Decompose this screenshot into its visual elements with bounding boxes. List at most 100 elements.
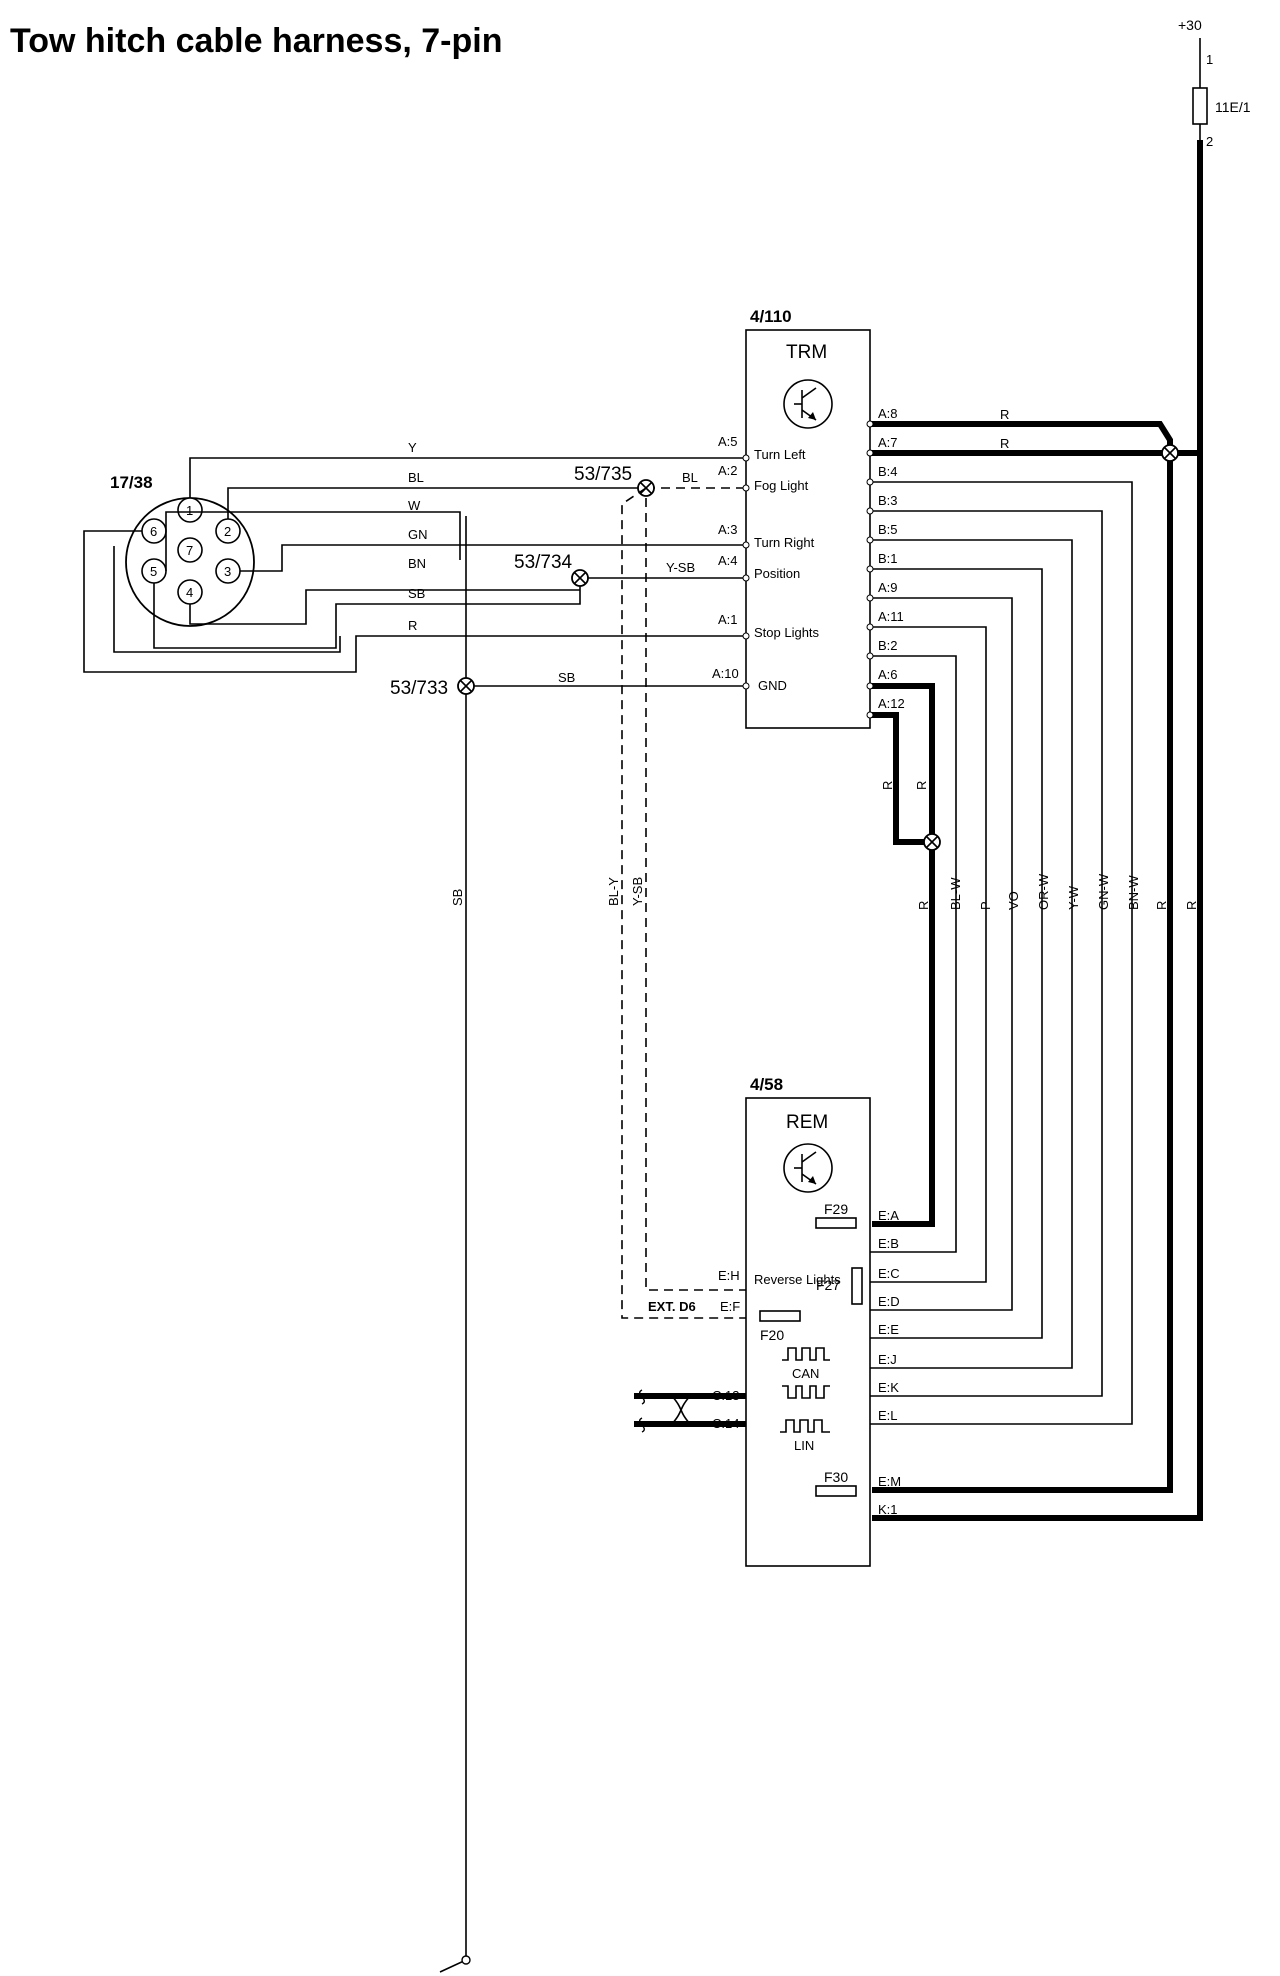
rem-pin-ek: E:K <box>878 1380 899 1395</box>
lin-label: LIN <box>794 1438 814 1453</box>
splice-rr <box>923 833 941 851</box>
rem-pin-k1: K:1 <box>878 1502 898 1517</box>
ext-d6-label: EXT. D6 <box>648 1299 696 1314</box>
lin-bus-icon <box>780 1419 830 1433</box>
fuse-11e1 <box>1192 87 1208 125</box>
wire-label-bl-y: BL-Y <box>606 877 621 906</box>
svg-text:6: 6 <box>150 524 157 539</box>
fuse-f20 <box>759 1310 801 1322</box>
rem-pin-em: E:M <box>878 1474 901 1489</box>
trm-pin-a10: A:10 <box>712 666 739 681</box>
trm-func-gnd: GND <box>758 678 787 693</box>
connector-pin-1: 1 <box>177 497 203 523</box>
rem-pin-ea: E:A <box>878 1208 899 1223</box>
bundle-label-6: Y-W <box>1066 885 1081 910</box>
wire-label-r: R <box>408 618 417 633</box>
trm-func-turn-right: Turn Right <box>754 535 815 550</box>
trm-out-b4: B:4 <box>878 464 898 479</box>
svg-text:2: 2 <box>224 524 231 539</box>
wire-label-sb-vertical: SB <box>450 889 465 906</box>
rem-name: REM <box>786 1112 828 1133</box>
rem-pin-el: E:L <box>878 1408 898 1423</box>
trm-out-b5: B:5 <box>878 522 898 537</box>
wire-label-bn: BN <box>408 556 426 571</box>
supply-label: +30 <box>1178 17 1202 33</box>
transistor-icon-rem <box>783 1143 833 1193</box>
fuse-f27-label: F27 <box>816 1277 840 1293</box>
rem-id: 4/58 <box>750 1075 783 1094</box>
connector-pin-4: 4 <box>177 579 203 605</box>
fuse-pin-2: 2 <box>1206 134 1213 149</box>
svg-text:7: 7 <box>186 543 193 558</box>
trm-out-a7: A:7 <box>878 435 898 450</box>
trm-out-b1: B:1 <box>878 551 898 566</box>
splice-r-power <box>1161 444 1179 462</box>
wire-label-gn: GN <box>408 527 428 542</box>
can-bus-icon <box>782 1347 830 1399</box>
wire-label-r-pair-1: R <box>880 781 895 790</box>
trm-box <box>745 329 871 729</box>
trm-out-a6: A:6 <box>878 667 898 682</box>
bundle-label-8: BN-W <box>1126 875 1141 910</box>
svg-text:4: 4 <box>186 585 193 600</box>
splice-53-734-label: 53/734 <box>514 552 573 573</box>
rem-pin-eh: E:H <box>718 1268 740 1283</box>
can-label: CAN <box>792 1366 819 1381</box>
fuse-f29 <box>815 1217 857 1229</box>
bundle-label-10: R <box>1184 901 1199 910</box>
fuse-11e1-label: 11E/1 <box>1215 99 1251 115</box>
trm-out-a12: A:12 <box>878 696 905 711</box>
svg-text:3: 3 <box>224 564 231 579</box>
bundle-label-5: OR-W <box>1036 873 1051 910</box>
trm-pin-dots <box>742 420 874 719</box>
trm-pin-a3: A:3 <box>718 522 738 537</box>
wire-label-ysb-734: Y-SB <box>666 560 695 575</box>
connector-pin-5: 5 <box>141 558 167 584</box>
wire-label-y-sb: Y-SB <box>630 877 645 906</box>
trm-id: 4/110 <box>750 307 792 326</box>
trm-out-a9: A:9 <box>878 580 898 595</box>
rem-pin-ej: E:J <box>878 1352 897 1367</box>
trm-pin-a4: A:4 <box>718 553 738 568</box>
rem-pin-ee: E:E <box>878 1322 899 1337</box>
bundle-label-7: GN-W <box>1096 873 1111 910</box>
trm-func-position: Position <box>754 566 800 581</box>
connector-pin-6: 6 <box>141 518 167 544</box>
splice-53-733 <box>457 677 475 695</box>
connector-pin-7: 7 <box>177 537 203 563</box>
trm-name: TRM <box>786 342 827 363</box>
rem-pin-eb: E:B <box>878 1236 899 1251</box>
wire-label-y: Y <box>408 440 417 455</box>
rem-pin-ed: E:D <box>878 1294 900 1309</box>
splice-53-735-label: 53/735 <box>574 464 632 485</box>
trm-pin-a2: A:2 <box>718 463 738 478</box>
bundle-label-1: R <box>916 901 931 910</box>
wire-label-r-a7: R <box>1000 436 1009 451</box>
trm-out-a11: A:11 <box>878 609 904 624</box>
wire-label-r-pair-2: R <box>914 781 929 790</box>
bundle-label-3: P <box>978 901 993 910</box>
trm-pin-a5: A:5 <box>718 434 738 449</box>
trm-func-stop-lights: Stop Lights <box>754 625 820 640</box>
trm-func-turn-left: Turn Left <box>754 447 806 462</box>
diagram-title: Tow hitch cable harness, 7-pin <box>10 22 502 60</box>
bundle-label-4: VO <box>1006 891 1021 910</box>
power-wire-r <box>872 140 1203 1521</box>
connector-id: 17/38 <box>110 473 153 492</box>
rem-reverse-label: Reverse Lights <box>754 1272 841 1287</box>
splice-53-734 <box>571 569 589 587</box>
fuse-f29-label: F29 <box>824 1201 848 1217</box>
wire-label-bl-735: BL <box>682 470 698 485</box>
fuse-f30-label: F30 <box>824 1469 848 1485</box>
fuse-f27 <box>851 1267 863 1305</box>
trm-out-a8: A:8 <box>878 406 898 421</box>
connector-pin-3: 3 <box>215 558 241 584</box>
wire-label-bl: BL <box>408 470 424 485</box>
connector-pin-2: 2 <box>215 518 241 544</box>
transistor-icon <box>783 379 833 429</box>
fuse-f30 <box>815 1485 857 1497</box>
trm-rem-bundle <box>870 481 1133 1425</box>
trm-out-b3: B:3 <box>878 493 898 508</box>
trm-module: 4/110 TRM <box>745 307 871 729</box>
